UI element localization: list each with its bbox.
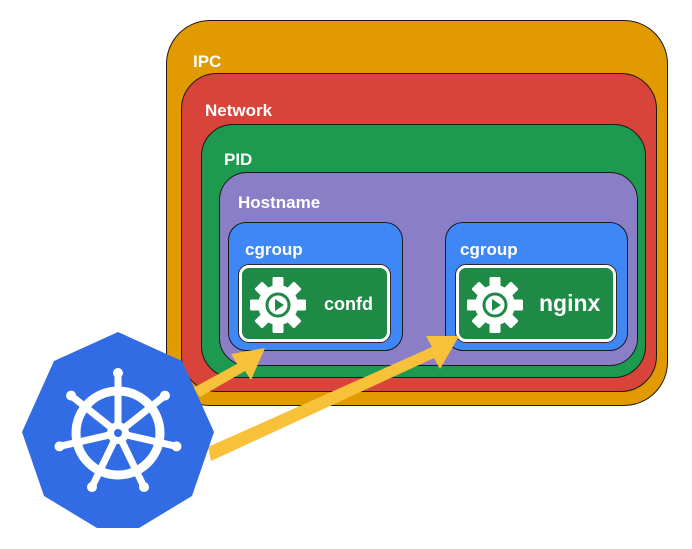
- arrow-to-nginx: [208, 336, 459, 461]
- container-name-nginx: nginx: [539, 290, 601, 316]
- hostname-label: Hostname: [238, 193, 321, 212]
- arrow-to-confd: [193, 348, 265, 397]
- gear-play-icon: [467, 277, 523, 333]
- gear-play-icon: [250, 277, 306, 333]
- pid-label: PID: [224, 150, 253, 169]
- container-name-confd: confd: [324, 294, 373, 314]
- container-confd: confd: [239, 265, 390, 342]
- network-label: Network: [205, 101, 273, 120]
- helm-wheel-icon: [54, 368, 182, 493]
- ipc-label: IPC: [193, 52, 222, 71]
- cgroup-label: cgroup: [245, 240, 303, 259]
- container-nginx: nginx: [456, 265, 616, 342]
- kubernetes-helm-icon: [22, 332, 214, 528]
- cgroup-label: cgroup: [460, 240, 518, 259]
